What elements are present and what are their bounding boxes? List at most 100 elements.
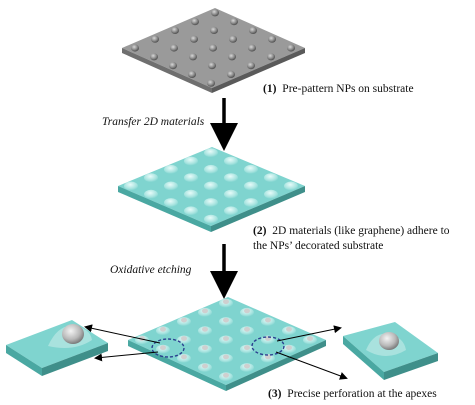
exposed-nanoparticle: [202, 345, 208, 351]
step-2-number: (2): [253, 225, 267, 237]
nanoparticle: [268, 35, 276, 43]
graphene-bump: [224, 173, 238, 183]
exposed-nanoparticle: [286, 326, 292, 332]
callout-arrow-right-down: [275, 351, 348, 380]
exposed-nanoparticle: [307, 336, 313, 341]
graphene-bump: [204, 198, 218, 208]
step-2-label-line1: (2) 2D materials (like graphene) adhere …: [253, 225, 450, 237]
exposed-nanoparticle: [181, 354, 187, 360]
graphene-bump: [284, 181, 298, 191]
exposed-nanoparticle: [223, 336, 229, 341]
nanoparticle-grid: [131, 9, 295, 87]
zoom-left-perforation: [6, 320, 108, 376]
graphene-bump: [224, 189, 238, 199]
step-2-label-line2: the NPs’ decorated substrate: [253, 240, 383, 252]
graphene-on-substrate: [118, 147, 305, 232]
step-3-text: Precise perforation at the apexes: [287, 388, 437, 400]
graphene-bump: [164, 198, 178, 208]
exposed-nanoparticle: [181, 317, 187, 323]
exposed-nanoparticle: [202, 326, 208, 332]
substrate-with-nanoparticles: [122, 8, 305, 93]
callout-circle-left: [151, 338, 185, 358]
nanoparticle: [211, 9, 219, 17]
exposed-nanoparticle: [223, 372, 229, 378]
nanoparticle: [191, 18, 199, 26]
exposed-nanoparticle: [244, 345, 250, 351]
graphene-bump: [164, 164, 178, 174]
nanoparticle: [151, 35, 159, 43]
exposed-nanoparticle: [160, 345, 166, 351]
etching-label: Oxidative etching: [110, 264, 192, 276]
exposed-nanoparticle: [202, 308, 208, 314]
transfer-label: Transfer 2D materials: [102, 116, 205, 128]
graphene-bump: [264, 173, 278, 183]
callout-circle-right: [251, 336, 285, 356]
nanoparticle: [188, 70, 196, 78]
graphene-bumps: [124, 148, 298, 224]
nanoparticle: [230, 18, 238, 26]
graphene-bump: [184, 156, 198, 166]
nanoparticle: [248, 44, 256, 52]
nanoparticle: [227, 70, 235, 78]
callout-arrow-left-up: [84, 324, 161, 344]
nanoparticle: [190, 35, 198, 43]
step-1-label: (1) Pre-pattern NPs on substrate: [263, 83, 414, 95]
nanoparticle: [170, 44, 178, 52]
step-3-label: (3) Precise perforation at the apexes: [268, 388, 437, 400]
graphene-bump: [244, 181, 258, 191]
nanoparticle: [267, 53, 275, 61]
perforated-bumps: [135, 298, 317, 382]
exposed-nanoparticle: [223, 299, 229, 305]
graphene-bump: [164, 181, 178, 191]
graphene-bump: [184, 206, 198, 216]
graphene-bump: [224, 206, 238, 216]
nanoparticle: [208, 62, 216, 70]
nanoparticle: [249, 26, 257, 34]
graphene-bump: [264, 189, 278, 199]
nanoparticle: [209, 44, 217, 52]
graphene-bump: [224, 156, 238, 166]
exposed-nanoparticle: [244, 326, 250, 332]
perforated-graphene: [128, 297, 326, 391]
graphene-bump: [244, 198, 258, 208]
step-1-number: (1): [263, 83, 277, 95]
nanoparticle: [189, 53, 197, 61]
graphene-bump: [204, 148, 218, 158]
nanoparticle: [171, 26, 179, 34]
nanoparticle: [228, 53, 236, 61]
callout-arrow-right-up: [276, 325, 342, 342]
nanoparticle: [150, 53, 158, 61]
nanoparticle: [287, 44, 295, 52]
nanoparticle: [247, 62, 255, 70]
nanoparticle: [207, 79, 215, 87]
graphene-bump: [144, 189, 158, 199]
graphene-bump: [184, 173, 198, 183]
exposed-nanoparticle: [265, 317, 271, 323]
callout-arrow-left-down: [94, 351, 159, 362]
exposed-nanoparticle: [244, 363, 250, 369]
exposed-nanoparticle: [265, 354, 271, 360]
nanoparticle: [210, 26, 218, 34]
graphene-bump: [244, 164, 258, 174]
nanoparticle: [169, 62, 177, 70]
graphene-bump: [144, 173, 158, 183]
step-1-text: Pre-pattern NPs on substrate: [282, 83, 413, 95]
exposed-nanoparticle: [244, 308, 250, 314]
zoom-right-perforation: [343, 322, 438, 380]
exposed-nanoparticle: [202, 363, 208, 369]
exposed-nanoparticle: [160, 326, 166, 332]
nanoparticle: [229, 35, 237, 43]
graphene-bump: [204, 181, 218, 191]
nanoparticle: [131, 44, 139, 52]
step-2-text-line1: 2D materials (like graphene) adhere to: [272, 225, 449, 237]
graphene-bump: [204, 214, 218, 224]
graphene-bump: [204, 164, 218, 174]
exposed-nanoparticle: [223, 317, 229, 323]
step-3-number: (3): [268, 388, 282, 400]
exposed-nanoparticle: [286, 345, 292, 351]
graphene-bump: [124, 181, 138, 191]
exposed-nanoparticle: [181, 336, 187, 341]
graphene-bump: [184, 189, 198, 199]
exposed-nanoparticle: [223, 354, 229, 360]
